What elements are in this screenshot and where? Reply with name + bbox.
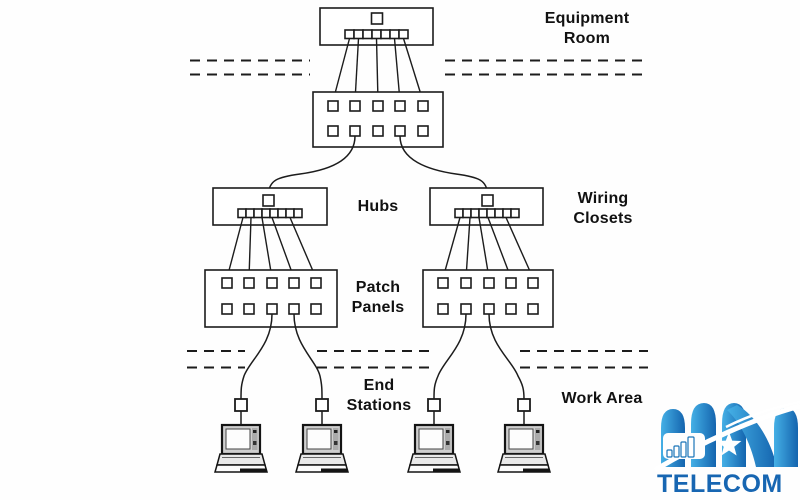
wall-jacks <box>234 398 531 412</box>
patch-to-workarea-cables <box>240 313 525 400</box>
hub-right <box>429 187 544 226</box>
label-equipment-room: Equipment Room <box>544 10 630 47</box>
label-end-stations: End Stations <box>346 377 412 414</box>
label-hubs: Hubs <box>357 198 399 215</box>
label-patch-panels: Patch Panels <box>351 279 405 316</box>
hub-to-patch-cables <box>226 217 534 279</box>
workstation-icon-3 <box>406 423 462 474</box>
telecom-wordmark: TELECOM <box>657 470 783 498</box>
workstation-icon-1 <box>213 423 269 474</box>
distribution-to-hub-cables <box>267 135 489 196</box>
patch-panel-right <box>422 269 554 328</box>
hub-left <box>212 187 328 226</box>
main-distribution-panel <box>312 91 444 148</box>
label-work-area: Work Area <box>561 390 643 407</box>
signal-bars-icon <box>663 433 705 459</box>
star-icon <box>716 432 742 456</box>
switch-to-distribution-cables <box>332 38 424 102</box>
zone-boundary-dashes <box>187 59 648 369</box>
workstation-icon-4 <box>496 423 552 474</box>
patch-panel-left <box>204 269 338 328</box>
jack-to-pc-drops <box>240 411 525 426</box>
hn-telecom-logo-mark <box>653 400 800 473</box>
workstation-icon-2 <box>294 423 350 474</box>
label-wiring-closets: Wiring Closets <box>573 190 633 227</box>
